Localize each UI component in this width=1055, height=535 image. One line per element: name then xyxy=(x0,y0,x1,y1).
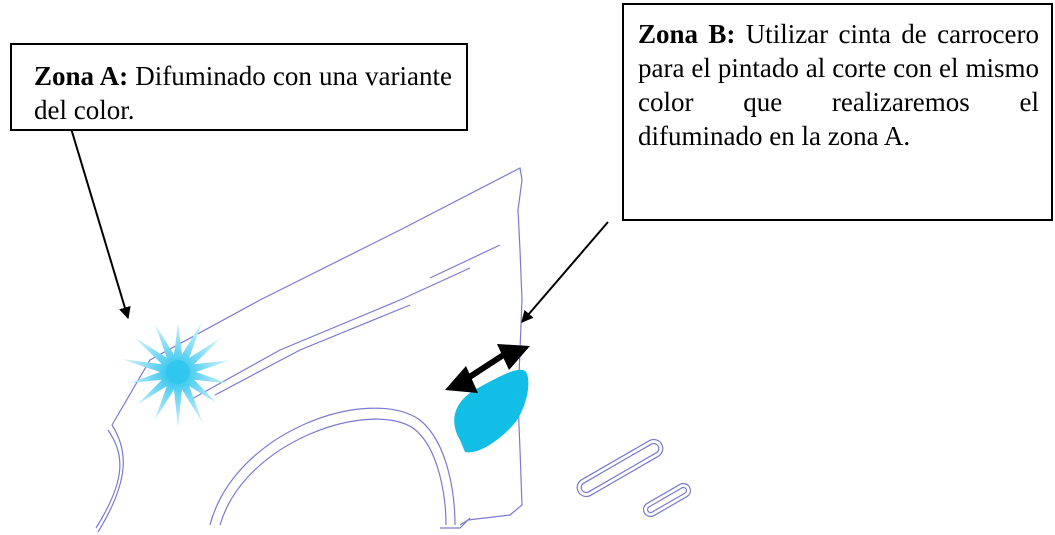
zone-a-text: Difuminado con una variante del color. xyxy=(34,61,452,125)
tape-patch-zone-b xyxy=(454,369,529,453)
zone-b-label: Zona B: xyxy=(638,19,736,49)
double-arrow xyxy=(445,344,530,393)
blend-burst-zone-a xyxy=(121,319,231,428)
leader-line-zone-a xyxy=(69,124,131,320)
trim-pieces xyxy=(576,438,692,518)
zone-b-text: Utilizar cinta de carrocero para el pint… xyxy=(638,19,1039,151)
callout-zone-b: Zona B: Utilizar cinta de carrocero para… xyxy=(622,3,1053,221)
callout-zone-a: Zona A: Difuminado con una variante del … xyxy=(10,43,468,131)
zone-a-label: Zona A: xyxy=(34,61,129,91)
burst-core xyxy=(166,360,190,384)
leader-line-zone-b xyxy=(521,221,609,323)
fender-outline xyxy=(95,167,523,533)
